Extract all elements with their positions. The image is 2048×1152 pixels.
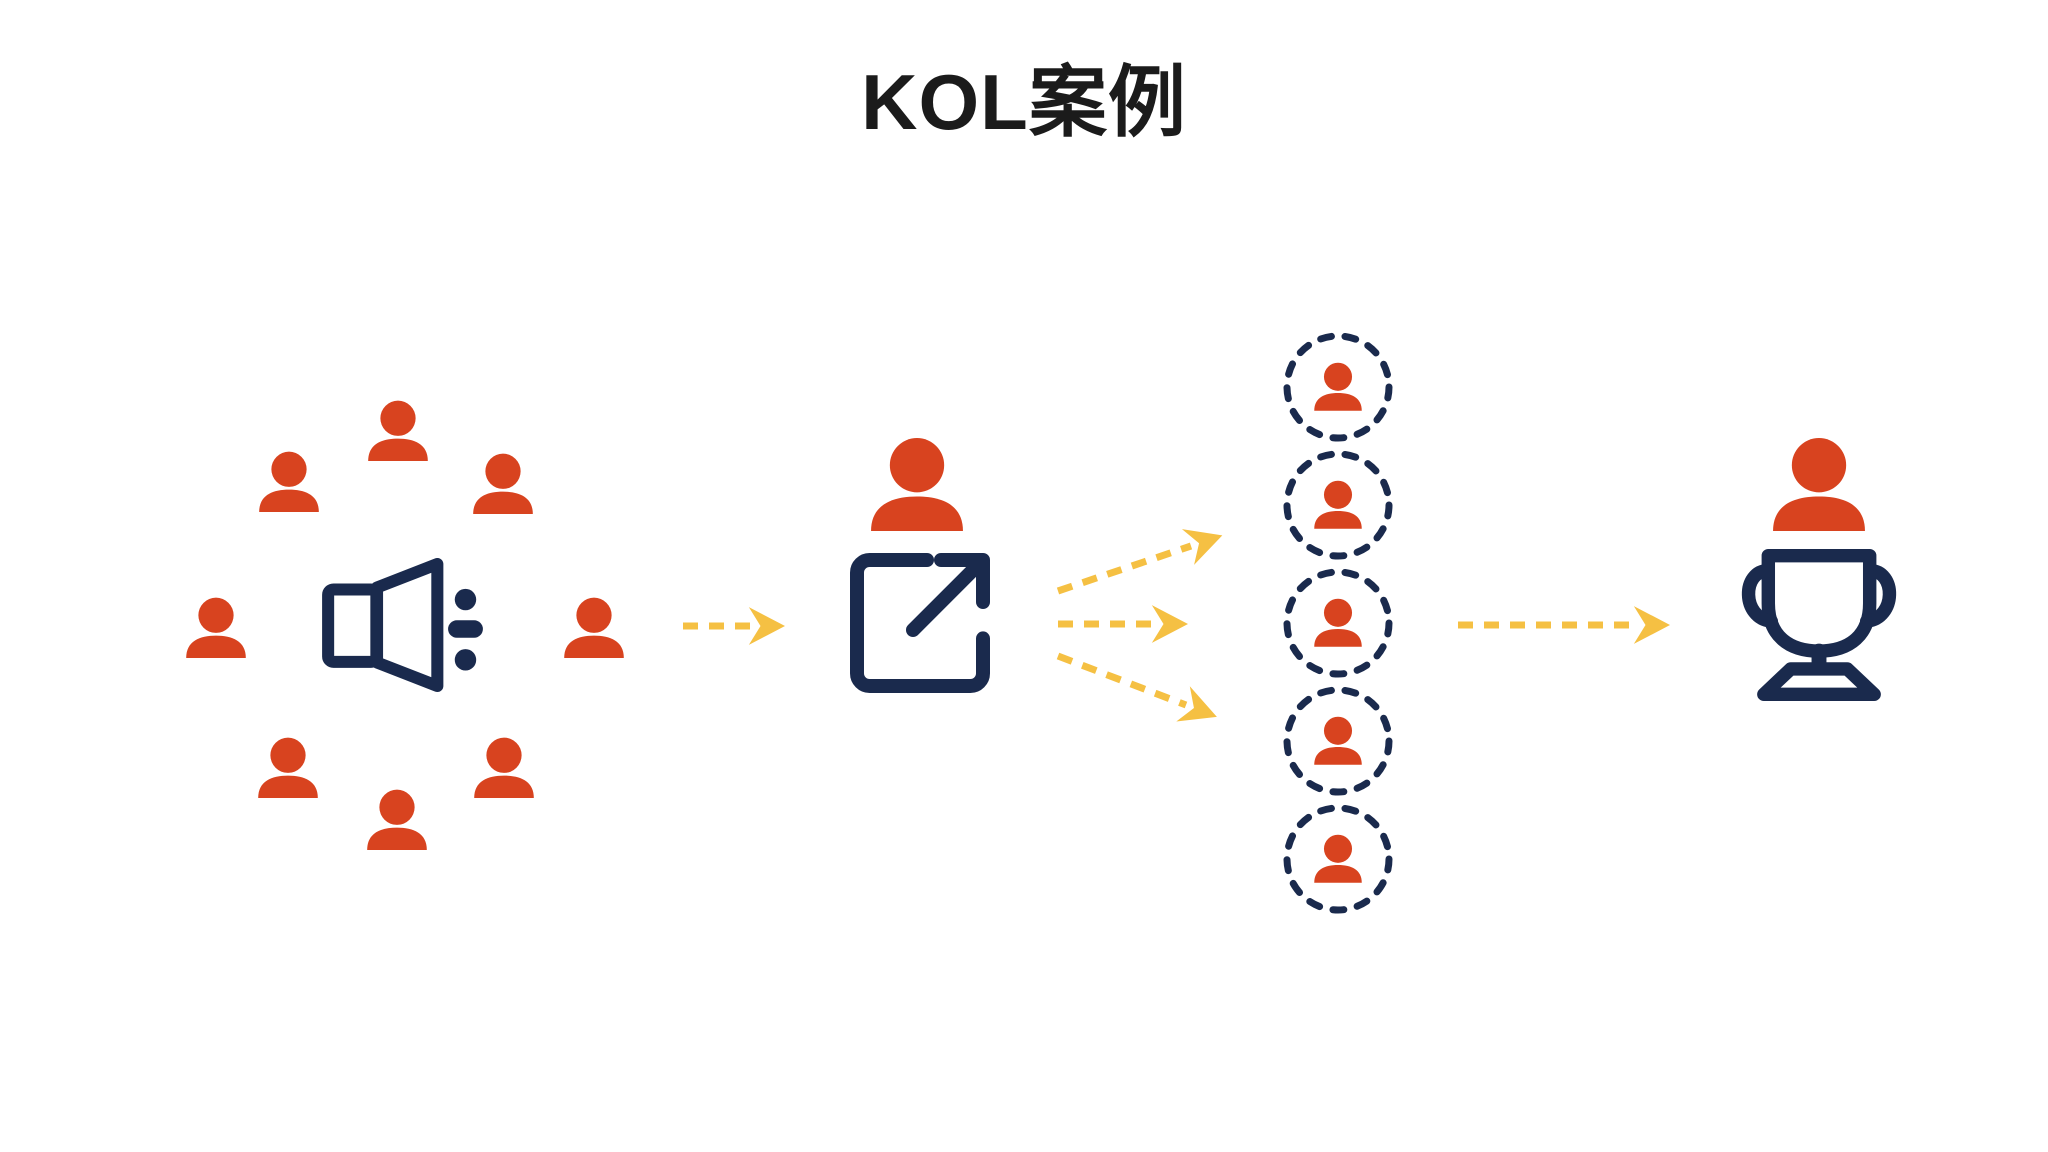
follower-circle: [1280, 683, 1396, 799]
audience-person-icon: [363, 789, 431, 850]
follower-circle: [1280, 801, 1396, 917]
follower-person-icon: [1314, 598, 1362, 647]
follower-circle: [1280, 565, 1396, 681]
follower-person-icon: [1314, 716, 1362, 765]
follower-person-icon: [1314, 480, 1362, 529]
arrow-kol-to-follower-top: [1056, 529, 1223, 595]
audience-person-icon: [364, 400, 432, 461]
follower-person-icon: [1314, 834, 1362, 883]
arrow-kol-to-follower-bottom: [1056, 652, 1217, 722]
follower-circle: [1280, 329, 1396, 445]
follower-person-icon: [1314, 362, 1362, 411]
page-title: KOL案例: [861, 58, 1187, 146]
audience-person-icon: [470, 737, 538, 798]
reward-person-icon: [1766, 437, 1872, 531]
audience-person-icon: [469, 453, 537, 514]
audience-person-icon: [182, 597, 250, 658]
audience-person-icon: [560, 597, 628, 658]
trophy-icon: [1737, 545, 1901, 702]
kol-person-icon: [864, 437, 970, 531]
audience-person-icon: [255, 451, 323, 512]
audience-person-icon: [254, 737, 322, 798]
megaphone-icon: [322, 558, 483, 692]
follower-circle: [1280, 447, 1396, 563]
external-link-icon: [850, 553, 990, 693]
